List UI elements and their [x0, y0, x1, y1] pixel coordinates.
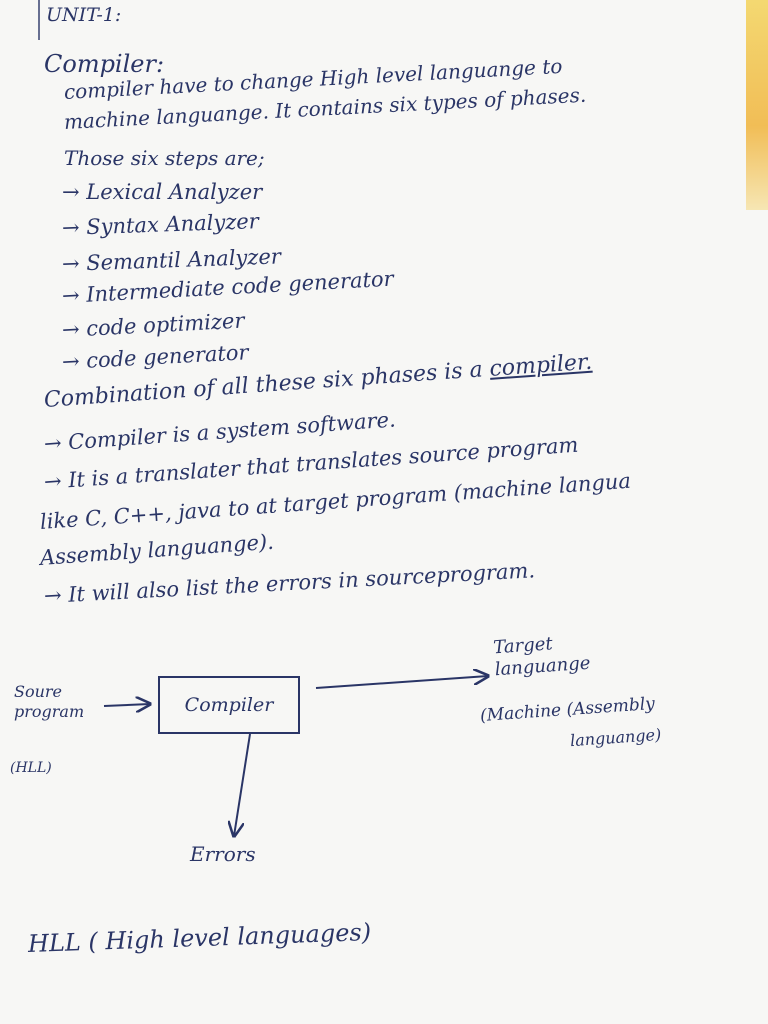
source-label-line-2: program — [14, 702, 85, 721]
arrow-compiler-to-target — [315, 676, 488, 689]
compiler-box-label: Compiler — [184, 694, 274, 716]
intro-line-3: Those six steps are; — [64, 146, 265, 170]
arrow-source-to-compiler — [103, 704, 150, 706]
target-language-label: Target languange — [493, 631, 592, 682]
phase-lexical-analyzer: → Lexical Analyzer — [62, 180, 263, 204]
source-program-label: Soure program — [14, 682, 84, 722]
errors-label: Errors — [190, 842, 256, 866]
source-hll-note: (HLL) — [10, 760, 52, 776]
compiler-box: Compiler — [158, 676, 300, 734]
unit-title: UNIT-1: — [46, 4, 122, 26]
arrow-compiler-to-errors — [234, 733, 251, 836]
compiler-heading: Compiler: — [44, 50, 165, 78]
corner-stain — [746, 0, 768, 210]
source-label-line-1: Soure — [14, 682, 63, 701]
margin-line — [38, 0, 40, 40]
